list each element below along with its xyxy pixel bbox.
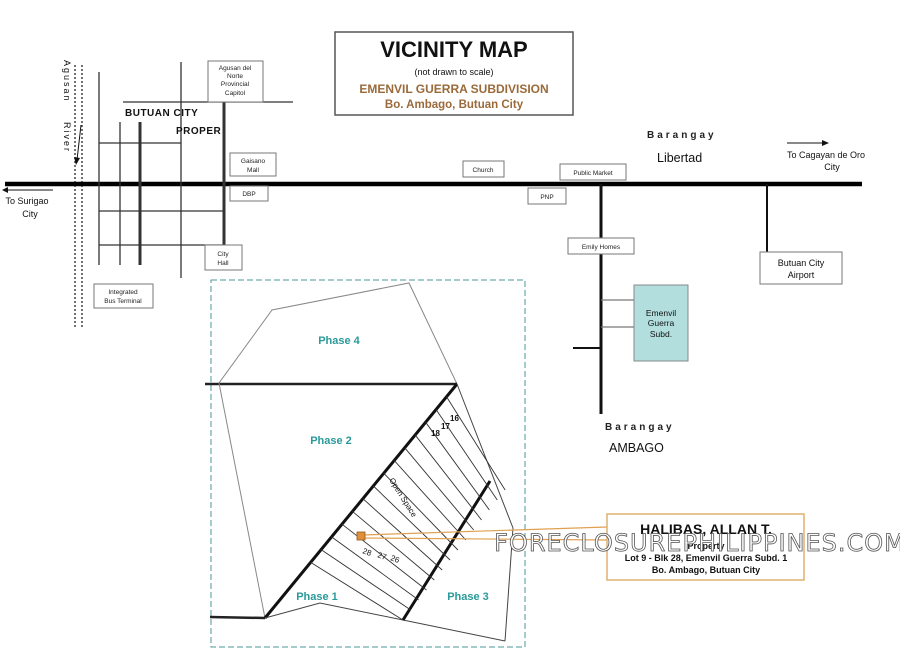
lot-line [372, 485, 451, 561]
barangay-ambago: AMBAGO [609, 441, 664, 455]
map-title: VICINITY MAP [380, 37, 528, 62]
river-arrow-head-icon [74, 157, 80, 165]
phase-4-label: Phase 4 [318, 335, 360, 347]
landmark-pnp: PNP [527, 187, 567, 205]
svg-text:Hall: Hall [217, 260, 229, 267]
lot-line [320, 549, 411, 611]
title-box: VICINITY MAP (not drawn to scale) EMENVI… [334, 31, 574, 116]
landmark-airport: Butuan City Airport [759, 251, 843, 285]
river-label-river: River [62, 122, 72, 153]
svg-text:Integrated: Integrated [108, 289, 138, 296]
landmark-dbp: DBP [229, 185, 269, 202]
lot-line [425, 421, 490, 511]
subdivision-name: EMENVIL GUERRA SUBDIVISION [359, 82, 548, 96]
svg-text:Provincial: Provincial [221, 81, 250, 88]
svg-text:Emily Homes: Emily Homes [582, 244, 621, 251]
map-subtitle: (not drawn to scale) [414, 67, 493, 77]
lot-line [352, 510, 435, 581]
svg-text:Bus Terminal: Bus Terminal [104, 298, 142, 305]
property-address: Bo. Ambago, Butuan City [652, 565, 760, 575]
arrow-right-icon [822, 140, 829, 146]
landmark-emily-homes: Emily Homes [567, 237, 635, 255]
lot-line [435, 409, 498, 501]
arrow-left-icon [2, 187, 8, 193]
phase-2-label: Phase 2 [310, 435, 352, 447]
lot-line [331, 536, 419, 601]
east-destination-line2: City [824, 162, 840, 172]
west-destination-line1: To Surigao [5, 196, 48, 206]
lot-line [362, 498, 443, 571]
landmark-bus-terminal: Integrated Bus Terminal [93, 283, 154, 309]
svg-text:Emenvil: Emenvil [646, 308, 676, 318]
svg-text:DBP: DBP [242, 191, 255, 198]
lot-line [393, 460, 467, 541]
lot-line [414, 434, 482, 521]
svg-text:Norte: Norte [227, 73, 243, 80]
lot-17-label: 17 [441, 422, 450, 431]
property-owner: HALIBAS, ALLAN T. [640, 521, 772, 537]
landmark-emenvil-guerra-subd: Emenvil Guerra Subd. [633, 284, 689, 362]
subdivision-location: Bo. Ambago, Butuan City [385, 99, 524, 111]
lot-line [341, 523, 427, 591]
river-label-agusan: Agusan [62, 60, 72, 103]
lot-26-label: 26 [389, 553, 401, 565]
landmark-gaisano-mall: Gaisano Mall [229, 152, 277, 177]
city-streets [98, 62, 293, 278]
barangay-label-ambago: Barangay [605, 422, 675, 433]
lot-line [310, 561, 404, 621]
district-proper: PROPER [176, 126, 222, 137]
direction-west: To Surigao City [2, 187, 53, 219]
svg-text:PNP: PNP [540, 194, 553, 201]
phase-1-label: Phase 1 [296, 591, 338, 603]
svg-text:Subd.: Subd. [650, 329, 672, 339]
lot-line [383, 472, 459, 551]
svg-text:Gaisano: Gaisano [241, 158, 266, 165]
phase-3-label: Phase 3 [447, 591, 489, 603]
east-destination-line1: To Cagayan de Oro [787, 150, 865, 160]
svg-text:Public Market: Public Market [573, 170, 613, 177]
site-plan-boundary [210, 279, 526, 648]
svg-text:Capitol: Capitol [225, 90, 246, 97]
property-type: Property [687, 541, 724, 551]
property-leader [361, 526, 608, 541]
svg-text:Butuan City: Butuan City [778, 258, 825, 268]
lot-28-label: 28 [361, 546, 373, 558]
svg-text:Guerra: Guerra [648, 318, 675, 328]
property-marker[interactable] [356, 531, 366, 541]
lot-27-label: 27 [376, 550, 388, 562]
lot-16-label: 16 [450, 414, 459, 423]
lot-line [404, 447, 475, 531]
svg-text:City: City [217, 251, 229, 258]
site-plan [205, 279, 526, 648]
lot-line [446, 396, 506, 491]
landmark-church: Church [462, 160, 505, 178]
svg-text:Church: Church [473, 167, 494, 174]
district-butuan-city: BUTUAN CITY [125, 108, 198, 119]
svg-text:Airport: Airport [788, 270, 815, 280]
agusan-river: Agusan River [62, 60, 83, 328]
landmark-city-hall: City Hall [204, 244, 243, 271]
watermark: FORECLOSUREPHILIPPINES.COM [494, 529, 900, 557]
barangay-label-libertad: Barangay [647, 130, 717, 141]
landmark-capitol: Agusan del Norte Provincial Capitol [207, 60, 264, 103]
property-lot: Lot 9 - Blk 28, Emenvil Guerra Subd. 1 [625, 553, 788, 563]
river-flow-arrow [76, 124, 82, 161]
lot-18-label: 18 [431, 429, 440, 438]
lot-lines [310, 396, 506, 621]
west-destination-line2: City [22, 209, 38, 219]
svg-text:Agusan del: Agusan del [219, 65, 252, 72]
landmark-public-market: Public Market [559, 163, 627, 181]
direction-east: To Cagayan de Oro City [787, 140, 865, 172]
barangay-libertad: Libertad [657, 151, 702, 165]
svg-text:Mall: Mall [247, 167, 259, 174]
property-callout: HALIBAS, ALLAN T. Property Lot 9 - Blk 2… [606, 513, 805, 581]
